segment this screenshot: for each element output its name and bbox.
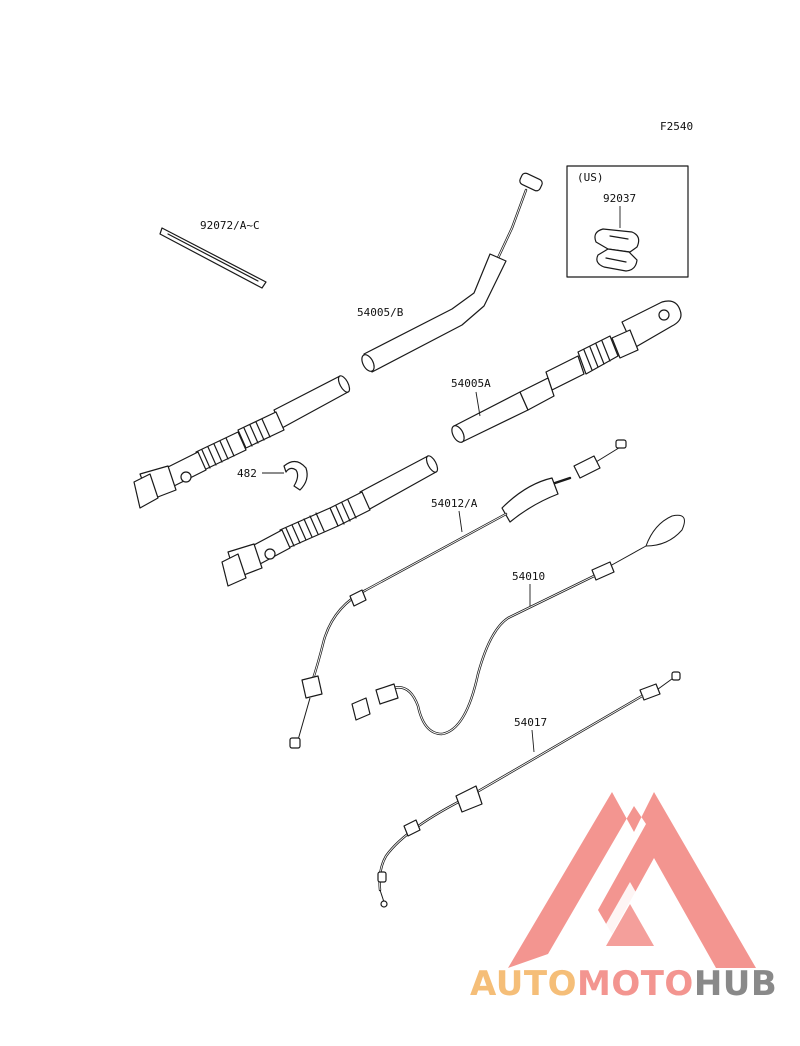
tie-band-92072: 92072/A~C [159,219,267,289]
adjuster-left-upper [133,375,351,509]
throttle-cable-54012a: 54012/A [289,439,627,749]
svg-text:AUTOMOTOHUB: AUTOMOTOHUB [470,964,777,1004]
part-label-54010: 54010 [512,570,545,583]
us-holder-box: (US) 92037 [566,165,689,278]
figure-code: F2540 [660,120,693,133]
adjuster-left-lower [221,455,439,587]
choke-cable-54010: 54010 [351,514,685,736]
logo-word-auto: AUTO [470,964,577,1004]
part-label-482: 482 [237,467,257,480]
part-label-92037: 92037 [603,192,636,205]
automotohub-logo: AUTOMOTOHUB [470,792,777,1004]
tube-54005b: 54005/B [357,172,543,373]
part-label-54017: 54017 [514,716,547,729]
clip-482: 482 [237,460,308,491]
clutch-cable-54017: 54017 [377,671,681,908]
tube-54005a: 54005A [451,300,682,443]
part-label-54012a: 54012/A [431,497,478,510]
us-region-label: (US) [577,171,604,184]
triangle-logo-mark [508,792,756,968]
logo-word-hub: HUB [694,964,777,1004]
part-label-54005b: 54005/B [357,306,404,319]
part-label-92072: 92072/A~C [200,219,260,232]
part-label-54005a: 54005A [451,377,491,390]
logo-word-moto: MOTO [577,964,694,1004]
holder-92037-icon [594,228,640,272]
